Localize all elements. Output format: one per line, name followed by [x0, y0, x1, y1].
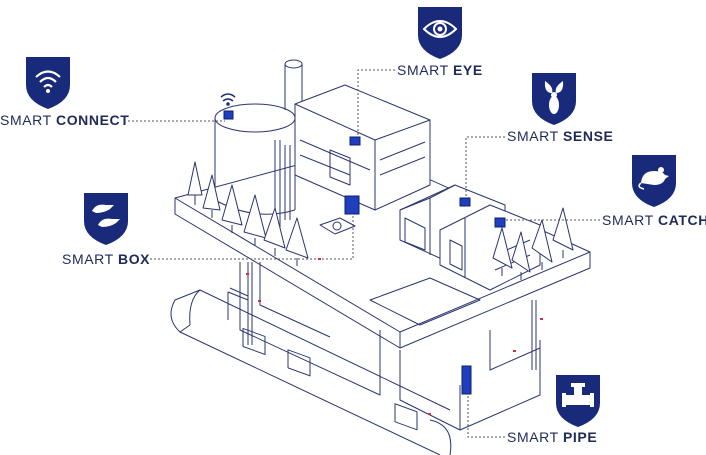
badge-eye: [418, 7, 462, 59]
smart-devices: [223, 110, 506, 395]
pipe-markers: [246, 258, 543, 415]
rat-icon: [638, 167, 669, 190]
label-prefix: SMART: [507, 128, 563, 144]
badge-box: [84, 193, 128, 245]
label-name: PIPE: [562, 429, 598, 445]
catch-device: [494, 217, 506, 228]
label-prefix: SMART: [602, 212, 658, 228]
sense-device: [459, 197, 471, 207]
badge-pipe: [556, 375, 600, 427]
basement: [239, 262, 541, 431]
label-prefix: SMART: [507, 429, 563, 445]
insect-icon: [544, 81, 564, 114]
label-smart-connect: SMART CONNECT: [0, 112, 129, 128]
label-smart-eye: SMART EYE: [397, 62, 483, 78]
wifi-signal-icon: [220, 93, 236, 106]
label-smart-box: SMART BOX: [62, 251, 150, 267]
label-prefix: SMART: [62, 251, 118, 267]
rodents-icon: [92, 204, 120, 227]
badge-catch: [632, 155, 676, 207]
label-smart-pipe: SMART PIPE: [507, 429, 597, 445]
label-name: CATCH: [657, 212, 706, 228]
sewer-pipe: [170, 289, 452, 455]
label-prefix: SMART: [397, 62, 453, 78]
wifi-icon: [35, 70, 61, 88]
pipe-fitting-icon: [562, 383, 594, 407]
badge-connect: [26, 57, 70, 109]
label-smart-sense: SMART SENSE: [507, 128, 613, 144]
eye-device: [349, 136, 361, 146]
label-prefix: SMART: [0, 112, 56, 128]
label-name: EYE: [452, 62, 483, 78]
eye-icon: [422, 20, 458, 38]
label-smart-catch: SMART CATCH: [602, 212, 706, 228]
leader-lines: [128, 69, 600, 438]
label-name: SENSE: [562, 128, 614, 144]
badge-sense: [532, 73, 576, 125]
label-name: CONNECT: [55, 112, 130, 128]
label-name: BOX: [117, 251, 151, 267]
pipe-device: [461, 365, 472, 395]
houses: [399, 184, 541, 291]
box-device: [344, 195, 360, 215]
drain-pipes: [227, 262, 537, 370]
factory-building: [294, 84, 431, 211]
trees: [187, 161, 574, 280]
connect-device: [223, 110, 234, 120]
